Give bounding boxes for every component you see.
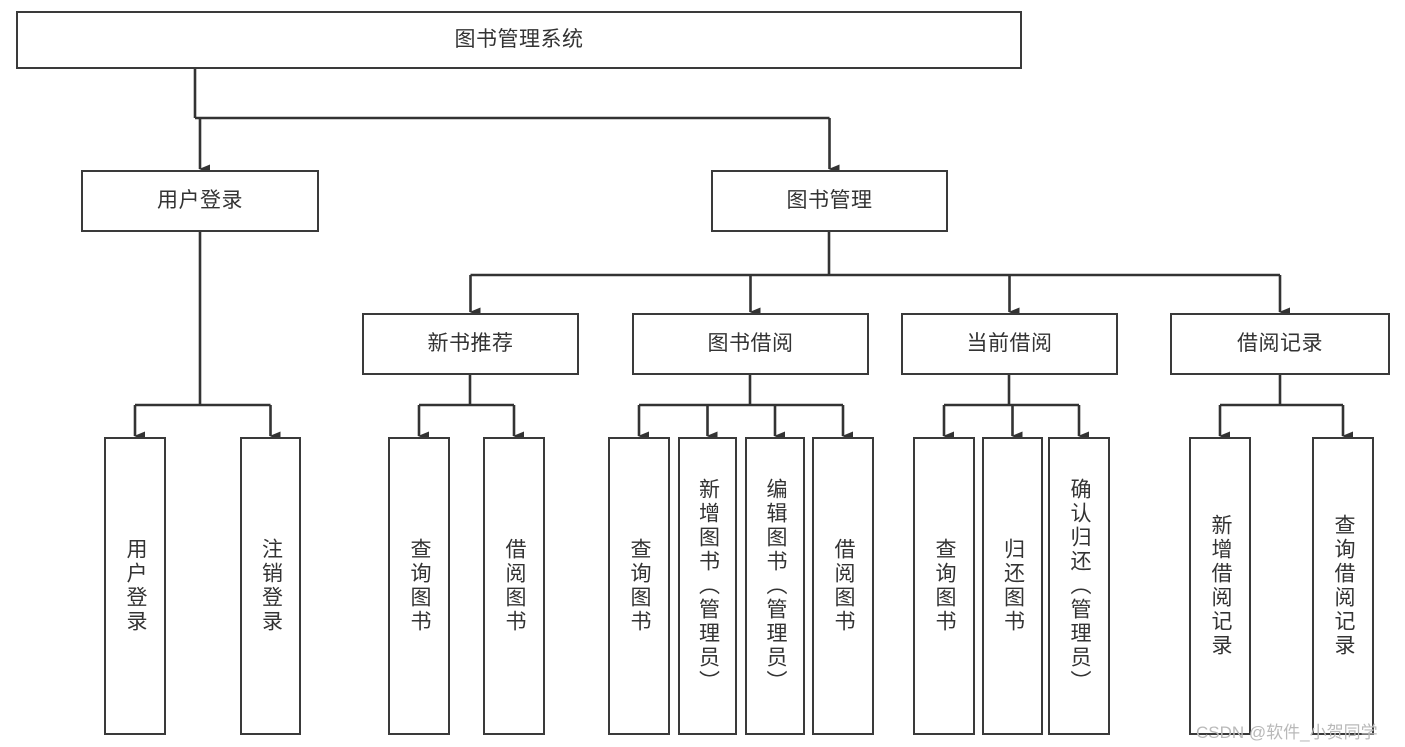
- node-leaf-query-book-cur[interactable]: 查询图书: [913, 437, 975, 735]
- node-leaf-borrow-book[interactable]: 借阅图书: [812, 437, 874, 735]
- node-label: 查询图书: [628, 538, 652, 634]
- node-leaf-query-record[interactable]: 查询借阅记录: [1312, 437, 1374, 735]
- connector-lines: [133, 69, 1353, 441]
- node-label: 用户登录: [124, 538, 148, 634]
- node-book-manage[interactable]: 图书管理: [711, 170, 948, 232]
- node-leaf-user-login[interactable]: 用户登录: [104, 437, 166, 735]
- node-label: 借阅记录: [1237, 331, 1323, 355]
- node-borrow-record[interactable]: 借阅记录: [1170, 313, 1390, 375]
- node-label: 查询借阅记录: [1332, 514, 1356, 658]
- node-leaf-confirm-return[interactable]: 确认归还（管理员）: [1048, 437, 1110, 735]
- node-label: 查询图书: [408, 538, 432, 634]
- node-leaf-logout[interactable]: 注销登录: [240, 437, 301, 735]
- node-label: 新增图书（管理员）: [696, 478, 720, 694]
- node-label: 借阅图书: [503, 538, 527, 634]
- node-leaf-add-book[interactable]: 新增图书（管理员）: [678, 437, 737, 735]
- node-user-login[interactable]: 用户登录: [81, 170, 319, 232]
- node-leaf-borrow-book-rec[interactable]: 借阅图书: [483, 437, 545, 735]
- node-label: 用户登录: [157, 188, 243, 212]
- node-label: 查询图书: [933, 538, 957, 634]
- node-book-borrow[interactable]: 图书借阅: [632, 313, 869, 375]
- node-label: 当前借阅: [966, 331, 1053, 355]
- node-label: 图书借阅: [707, 331, 794, 355]
- node-leaf-query-book[interactable]: 查询图书: [608, 437, 670, 735]
- node-label: 图书管理系统: [454, 27, 584, 51]
- node-leaf-query-book-rec[interactable]: 查询图书: [388, 437, 450, 735]
- node-leaf-add-record[interactable]: 新增借阅记录: [1189, 437, 1251, 735]
- node-current-borrow[interactable]: 当前借阅: [901, 313, 1118, 375]
- node-leaf-edit-book[interactable]: 编辑图书（管理员）: [745, 437, 805, 735]
- node-label: 借阅图书: [832, 538, 856, 634]
- node-label: 确认归还（管理员）: [1068, 478, 1092, 694]
- node-label: 新增借阅记录: [1209, 514, 1233, 658]
- node-label: 编辑图书（管理员）: [764, 478, 788, 694]
- node-leaf-return-book[interactable]: 归还图书: [982, 437, 1043, 735]
- node-label: 归还图书: [1001, 538, 1025, 634]
- node-root[interactable]: 图书管理系统: [16, 11, 1022, 69]
- node-label: 新书推荐: [427, 331, 514, 355]
- node-label: 注销登录: [259, 538, 283, 634]
- node-new-book-rec[interactable]: 新书推荐: [362, 313, 579, 375]
- node-label: 图书管理: [786, 188, 873, 212]
